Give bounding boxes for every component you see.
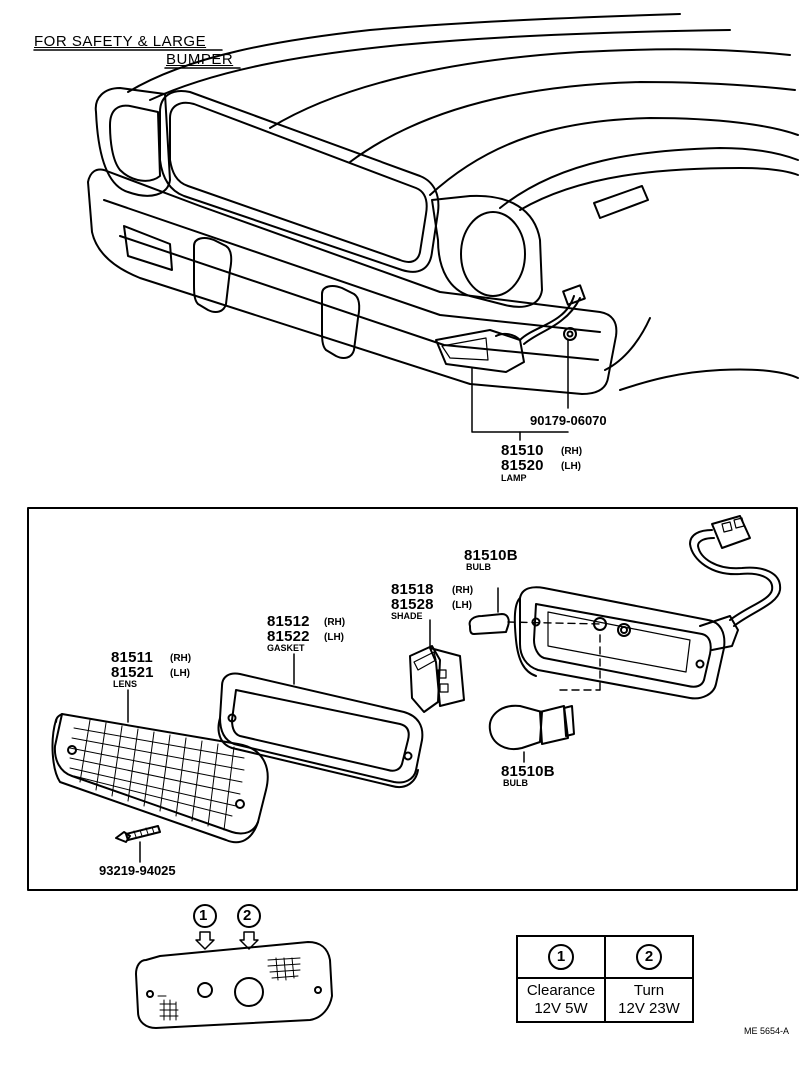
lamp-name: LAMP <box>501 473 527 483</box>
lens-illustration <box>51 713 269 844</box>
lamp-rh-part-number: 81510 <box>501 442 544 459</box>
gasket-lh-tag: (LH) <box>324 632 344 643</box>
legend-clearance-spec: 12V 5W <box>534 1000 588 1017</box>
screw-part-number: 93219-94025 <box>99 863 176 878</box>
title-line-2: BUMPER <box>166 51 234 68</box>
shade-rh-tag: (RH) <box>452 585 474 596</box>
legend-col2-header: 2 <box>604 935 694 979</box>
shade-lh-tag: (LH) <box>452 600 472 611</box>
gasket-rh-tag: (RH) <box>324 617 346 628</box>
lens-rh-part-number: 81511 <box>111 649 153 666</box>
lamp-lh-part-number: 81520 <box>501 457 544 474</box>
lamp-rh-tag: (RH) <box>561 446 583 457</box>
shade-rh-part-number: 81518 <box>391 581 434 598</box>
shade-name: SHADE <box>391 611 423 621</box>
legend-col1-body: Clearance 12V 5W <box>516 977 606 1023</box>
bulb-top-name: BULB <box>466 562 491 572</box>
shade-illustration <box>409 645 465 713</box>
lens-name: LENS <box>113 679 138 689</box>
exploded-view-frame <box>27 507 798 891</box>
lens-rh-tag: (RH) <box>170 653 192 664</box>
bulb-bottom-part-number: 81510B <box>501 763 555 780</box>
title-line-1: FOR SAFETY & LARGE <box>34 33 207 50</box>
bulb-illustration <box>488 704 575 750</box>
screw-illustration <box>115 825 161 843</box>
legend-turn-label: Turn <box>633 982 665 999</box>
callout-markers <box>193 904 261 950</box>
gasket-lh-part-number: 81522 <box>267 628 310 645</box>
bulb-top-part-number: 81510B <box>464 547 518 564</box>
legend-turn-spec: 12V 23W <box>618 1000 680 1017</box>
callout-2-number: 2 <box>243 907 252 924</box>
shade-lh-part-number: 81528 <box>391 596 434 613</box>
car-front-illustration <box>87 13 799 441</box>
legend-clearance-label: Clearance <box>526 982 596 999</box>
wedge-bulb-illustration <box>468 613 510 635</box>
legend-circle-1: 1 <box>548 944 574 970</box>
housing-illustration <box>513 515 782 700</box>
lens-lh-tag: (LH) <box>170 668 190 679</box>
callout-1-number: 1 <box>199 907 208 924</box>
lamp-lh-tag: (LH) <box>561 461 581 472</box>
nut-part-number: 90179-06070 <box>530 413 607 428</box>
assembly-guide-lines <box>507 621 601 691</box>
bulb-bottom-name: BULB <box>503 778 528 788</box>
lens-face-detail <box>135 941 333 1029</box>
gasket-illustration <box>217 672 424 788</box>
drawing-code: ME 5654-A <box>744 1026 790 1036</box>
bulb-legend-table: 1 2 Clearance 12V 5W Turn 12V 23W <box>516 935 694 1023</box>
legend-col1-header: 1 <box>516 935 606 979</box>
lens-lh-part-number: 81521 <box>111 664 154 681</box>
gasket-name: GASKET <box>267 643 305 653</box>
gasket-rh-part-number: 81512 <box>267 613 310 630</box>
legend-col2-body: Turn 12V 23W <box>604 977 694 1023</box>
legend-circle-2: 2 <box>636 944 662 970</box>
